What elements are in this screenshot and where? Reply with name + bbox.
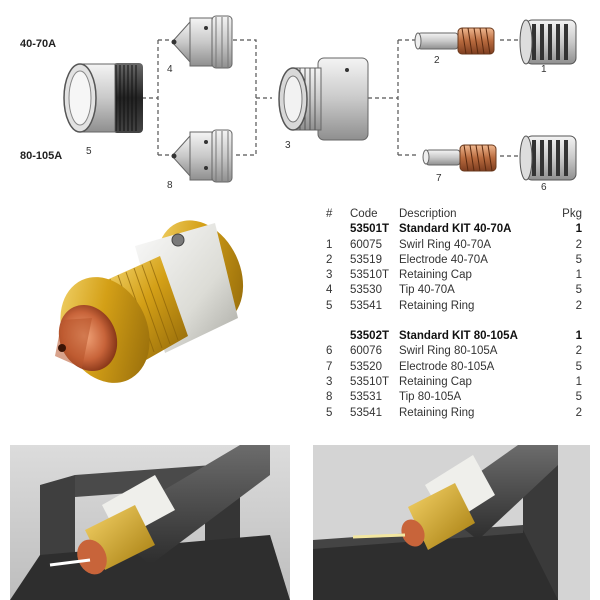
table-row: 3 53510T Retaining Cap 1 <box>322 375 584 390</box>
electrode-80-105a-part <box>422 144 497 172</box>
item-pkg: 2 <box>575 345 582 358</box>
item-num: 1 <box>326 238 333 251</box>
exploded-parts-diagram <box>63 15 577 183</box>
item-pkg: 2 <box>575 406 582 419</box>
kit-title: Standard KIT 40-70A <box>399 223 512 236</box>
item-code: 53519 <box>350 253 382 266</box>
item-description: Tip 80-105A <box>399 391 462 404</box>
item-description: Swirl Ring 80-105A <box>399 345 498 358</box>
item-num: 7 <box>326 360 333 373</box>
range-label-40-70a: 40-70A <box>20 38 57 50</box>
item-num: 3 <box>326 375 333 388</box>
swirl-ring-40-70a-part <box>519 19 577 65</box>
range-label-80-105a: 80-105A <box>20 150 63 162</box>
callout-8: 8 <box>167 180 173 191</box>
item-code: 60075 <box>350 238 382 251</box>
header-code: Code <box>350 208 378 220</box>
callout-1: 1 <box>541 64 547 75</box>
item-num: 5 <box>326 299 333 312</box>
item-description: Electrode 40-70A <box>399 253 488 266</box>
item-description: Swirl Ring 40-70A <box>399 238 492 251</box>
callout-5: 5 <box>86 146 92 157</box>
item-pkg: 5 <box>575 391 582 404</box>
electrode-40-70a-part <box>414 27 495 55</box>
kit-pkg: 1 <box>575 330 582 343</box>
retaining-cap-part <box>278 57 369 141</box>
table-row: 5 53541 Retaining Ring 2 <box>322 299 584 314</box>
item-code: 60076 <box>350 345 382 358</box>
table-row: 6 60076 Swirl Ring 80-105A 2 <box>322 344 584 359</box>
kit-row: 53501T Standard KIT 40-70A 1 <box>322 222 584 237</box>
item-pkg: 5 <box>575 360 582 373</box>
kit-code: 53501T <box>350 223 390 236</box>
item-description: Retaining Ring <box>399 406 475 419</box>
header-description: Description <box>399 208 457 220</box>
item-description: Tip 40-70A <box>399 284 455 297</box>
usage-photo-right <box>313 445 590 600</box>
kit-pkg: 1 <box>575 223 582 236</box>
item-pkg: 5 <box>575 253 582 266</box>
item-code: 53510T <box>350 375 390 388</box>
item-num: 3 <box>326 269 333 282</box>
item-code: 53530 <box>350 284 382 297</box>
item-code: 53520 <box>350 360 382 373</box>
table-row: 8 53531 Tip 80-105A 5 <box>322 390 584 405</box>
item-num: 5 <box>326 406 333 419</box>
table-header-row: # Code Description Pkg <box>322 207 584 222</box>
table-row: 3 53510T Retaining Cap 1 <box>322 268 584 283</box>
kit-code: 53502T <box>350 330 390 343</box>
item-pkg: 1 <box>575 269 582 282</box>
header-num: # <box>326 208 333 220</box>
torch-head-illustration <box>55 220 244 383</box>
kit-row: 53502T Standard KIT 80-105A 1 <box>322 329 584 344</box>
header-pkg: Pkg <box>562 208 582 220</box>
usage-photo-left <box>10 445 290 600</box>
table-row: 1 60075 Swirl Ring 40-70A 2 <box>322 238 584 253</box>
callout-4: 4 <box>167 64 173 75</box>
callout-3: 3 <box>285 140 291 151</box>
item-code: 53531 <box>350 391 382 404</box>
item-pkg: 2 <box>575 299 582 312</box>
retaining-ring-part <box>63 63 143 133</box>
item-num: 8 <box>326 391 333 404</box>
kit-title: Standard KIT 80-105A <box>399 330 518 343</box>
callout-2: 2 <box>434 55 440 66</box>
item-description: Retaining Cap <box>399 269 472 282</box>
item-num: 6 <box>326 345 333 358</box>
item-pkg: 2 <box>575 238 582 251</box>
item-description: Retaining Ring <box>399 299 475 312</box>
table-row: 7 53520 Electrode 80-105A 5 <box>322 360 584 375</box>
table-row: 4 53530 Tip 40-70A 5 <box>322 283 584 298</box>
tip-40-70a-part <box>171 15 233 69</box>
table-row: 5 53541 Retaining Ring 2 <box>322 406 584 421</box>
swirl-ring-80-105a-part <box>519 135 577 181</box>
item-code: 53510T <box>350 269 390 282</box>
item-num: 2 <box>326 253 333 266</box>
item-pkg: 1 <box>575 375 582 388</box>
item-description: Retaining Cap <box>399 375 472 388</box>
callout-6: 6 <box>541 182 547 193</box>
item-code: 53541 <box>350 299 382 312</box>
item-pkg: 5 <box>575 284 582 297</box>
item-num: 4 <box>326 284 333 297</box>
table-row: 2 53519 Electrode 40-70A 5 <box>322 253 584 268</box>
item-code: 53541 <box>350 406 382 419</box>
connector-lines <box>142 39 522 157</box>
callout-7: 7 <box>436 173 442 184</box>
item-description: Electrode 80-105A <box>399 360 495 373</box>
parts-table: # Code Description Pkg 53501T Standard K… <box>322 207 584 421</box>
tip-80-105a-part <box>171 129 233 183</box>
